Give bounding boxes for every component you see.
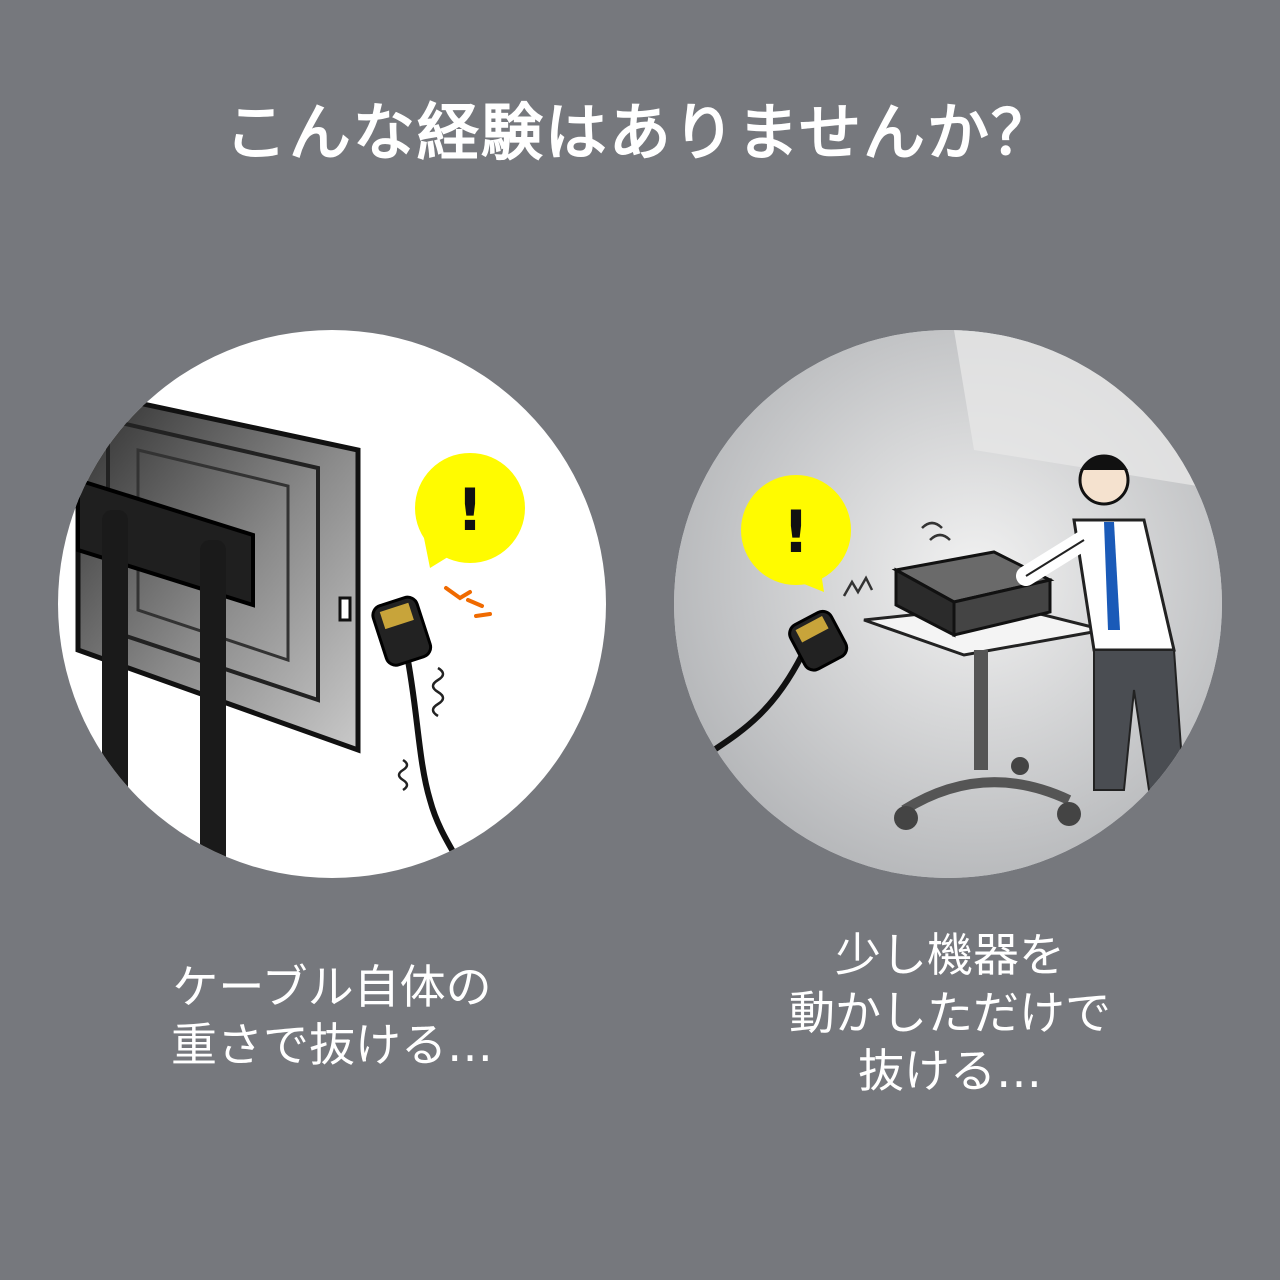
hdmi-cable <box>712 653 805 753</box>
caption-line: 少し機器を <box>835 928 1065 982</box>
cart-pole <box>974 650 988 770</box>
caption-cable-weight: ケーブル自体の 重さで抜ける… <box>82 958 582 1074</box>
wheel-back <box>1011 757 1029 775</box>
hdmi-plug-icon <box>788 609 849 672</box>
caption-line: 動かしただけで <box>789 986 1111 1040</box>
caption-line: 重さで抜ける… <box>171 1018 493 1072</box>
page-title: こんな経験はありませんか？ <box>224 96 1056 169</box>
exclamation-bubble-icon <box>741 475 851 592</box>
tv-scene-svg: ! <box>75 386 525 878</box>
wobble-lines <box>431 666 445 718</box>
stand-pole-right <box>200 540 226 878</box>
illustration-projector-cart: ! <box>674 330 1222 878</box>
wheel-right <box>1057 802 1081 826</box>
tension-mark-icon <box>444 586 492 618</box>
illustration-tv-cable: ! <box>58 330 606 878</box>
alert-mark: ! <box>457 476 483 544</box>
exclamation-bubble-icon <box>415 453 525 568</box>
projector-scene-svg: ! <box>674 330 1222 878</box>
wobble-lines-2 <box>397 758 409 792</box>
caption-line: ケーブル自体の <box>172 960 492 1014</box>
hdmi-plug-icon <box>371 595 433 667</box>
man-figure <box>1016 454 1186 791</box>
motion-lines <box>921 521 951 541</box>
stand-pole-left <box>102 510 128 878</box>
cart-base <box>901 777 1072 815</box>
hdmi-cable <box>403 649 471 878</box>
jolt-mark <box>842 575 874 597</box>
tv-port <box>338 596 352 622</box>
caption-line: 抜ける… <box>858 1044 1042 1098</box>
alert-mark: ! <box>783 498 809 566</box>
wheel-left <box>894 806 918 830</box>
caption-device-moved: 少し機器を 動かしただけで 抜ける… <box>700 926 1200 1100</box>
projector-side <box>952 578 1052 637</box>
